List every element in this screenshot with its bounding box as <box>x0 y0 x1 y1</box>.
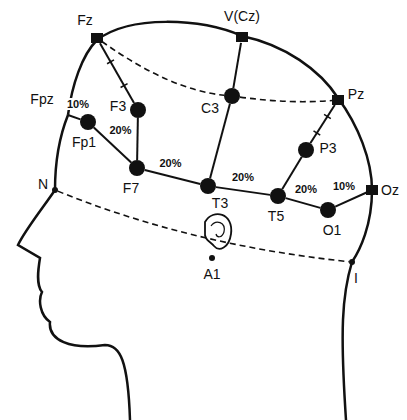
electrode: Oz <box>366 185 378 195</box>
electrode-label: Fp1 <box>72 134 96 150</box>
tick-mark <box>324 114 331 118</box>
electrode: Fpz <box>67 114 69 116</box>
electrode-marker <box>270 188 286 204</box>
measure-line <box>286 198 321 208</box>
dashed-line <box>58 191 349 262</box>
electrode-marker <box>67 114 69 116</box>
electrode-label: T3 <box>212 195 228 211</box>
electrode-marker <box>209 255 215 261</box>
percent-label: 20% <box>294 183 318 195</box>
electrode-marker <box>349 259 355 265</box>
electrode-marker <box>236 32 248 42</box>
electrode: F7 <box>129 160 145 176</box>
electrode-marker <box>52 187 58 193</box>
ear <box>205 214 231 249</box>
electrode-marker <box>200 178 216 194</box>
electrode-label: A1 <box>203 266 220 282</box>
electrode-marker <box>320 202 336 218</box>
electrode-label: O1 <box>323 222 342 238</box>
measure-line <box>136 118 139 160</box>
percent-label: 20% <box>108 124 132 136</box>
electrode-marker <box>224 88 240 104</box>
electrode-marker <box>366 185 378 195</box>
electrode-label: P3 <box>319 140 336 156</box>
electrode: Pz <box>332 95 344 105</box>
percent-label: 20% <box>231 171 255 183</box>
electrode-marker <box>298 142 314 158</box>
tick-mark <box>121 84 128 88</box>
percent-label: 20% <box>158 157 182 169</box>
dashed-line <box>240 97 332 102</box>
measure-line <box>68 115 80 119</box>
percent-label: 10% <box>332 180 356 192</box>
electrode: C3 <box>224 88 240 104</box>
electrode-marker <box>80 114 96 130</box>
electrode: T5 <box>270 188 286 204</box>
electrode-marker <box>130 102 146 118</box>
electrode: N <box>52 187 58 193</box>
electrode-label: T5 <box>268 208 284 224</box>
electrode: Fz <box>91 33 103 43</box>
electrode-label: Fz <box>77 12 93 28</box>
electrode-marker <box>91 33 103 43</box>
percent-label: 10% <box>66 98 90 110</box>
measure-line <box>216 187 270 195</box>
dashed-line <box>102 41 224 95</box>
measure-line <box>310 105 334 143</box>
tick-mark <box>107 60 114 64</box>
electrode: V(Cz) <box>236 32 248 42</box>
electrode-label: F7 <box>123 180 139 196</box>
electrode-label: I <box>354 270 358 286</box>
electrode-marker <box>332 95 344 105</box>
electrode: T3 <box>200 178 216 194</box>
tick-mark <box>314 131 321 135</box>
electrode-marker <box>129 160 145 176</box>
electrode-label: Oz <box>381 182 399 198</box>
electrode: F3 <box>130 102 146 118</box>
measure-line <box>145 170 200 184</box>
electrode-label: F3 <box>110 98 126 114</box>
face-outline <box>18 115 130 420</box>
measure-line <box>100 43 134 103</box>
electrode: Fp1 <box>80 114 96 130</box>
electrode-label: V(Cz) <box>224 8 260 24</box>
electrode-label: N <box>38 176 48 192</box>
measure-line <box>233 43 241 88</box>
electrode-label: Fpz <box>30 91 53 107</box>
ear-inner <box>211 222 224 237</box>
electrode: I <box>349 259 355 265</box>
electrode: P3 <box>298 142 314 158</box>
head-outline <box>68 22 372 420</box>
electrode: A1 <box>209 255 215 261</box>
measure-line <box>335 192 366 206</box>
electrode: O1 <box>320 202 336 218</box>
electrode-label: Pz <box>348 86 364 102</box>
electrode-label: C3 <box>201 100 219 116</box>
